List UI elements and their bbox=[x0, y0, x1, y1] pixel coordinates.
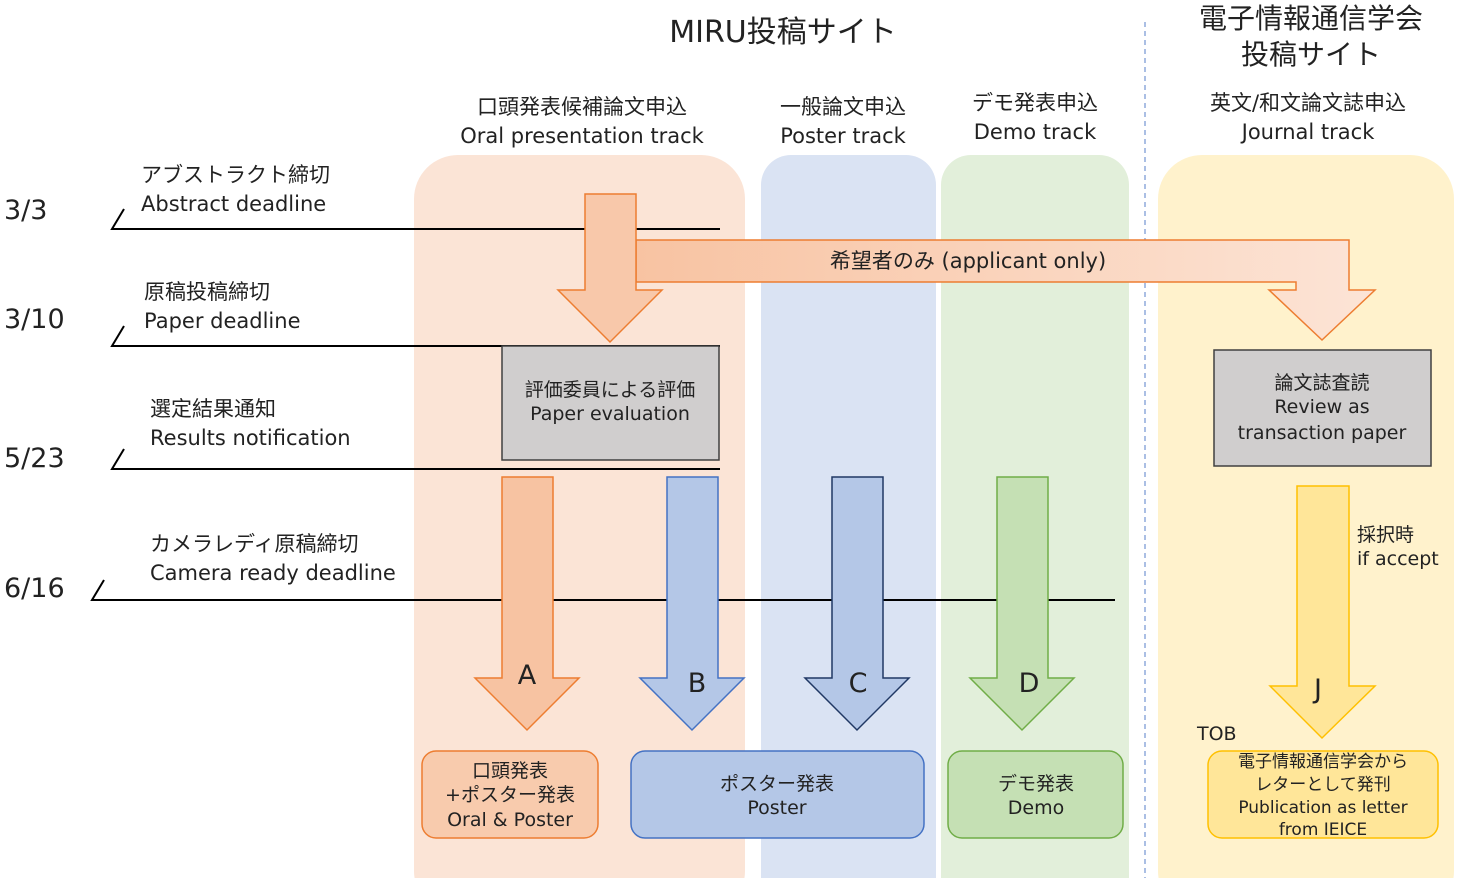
outcome-journal-line1: 電子情報通信学会から bbox=[1238, 752, 1408, 772]
arrow-b-shape bbox=[638, 476, 746, 732]
outcome-oral-bg bbox=[421, 750, 599, 839]
review-box: 論文誌査読 Review as transaction paper bbox=[1213, 349, 1432, 467]
miru-site-title: MIRU投稿サイト bbox=[669, 15, 897, 50]
oral-submission-arrow bbox=[556, 193, 664, 344]
outcome-oral-line2: +ポスター発表 bbox=[445, 784, 575, 806]
if-accept-jp: 採択時 bbox=[1357, 524, 1414, 546]
outcome-journal-bg bbox=[1207, 750, 1439, 839]
outcome-journal: 電子情報通信学会から レターとして発刊 Publication as lette… bbox=[1207, 750, 1439, 840]
arrow-c-shape bbox=[803, 476, 911, 732]
deadline-results: 5/23 選定結果通知 Results notification bbox=[4, 397, 720, 474]
applicant-only-arrow-body bbox=[635, 239, 1377, 342]
deadline-label-en: Abstract deadline bbox=[141, 192, 326, 216]
oral-track-jp: 口頭発表候補論文申込 bbox=[477, 95, 687, 119]
poster-track-en: Poster track bbox=[780, 124, 906, 148]
review-box-line1: 論文誌査読 bbox=[1274, 372, 1369, 394]
review-box-line3: transaction paper bbox=[1238, 422, 1407, 444]
applicant-only-label: 希望者のみ (applicant only) bbox=[830, 249, 1106, 273]
outcome-poster-line1: ポスター発表 bbox=[720, 773, 834, 795]
arrow-d: D bbox=[968, 476, 1076, 732]
arrow-a: A bbox=[473, 476, 581, 732]
arrow-j-label: J bbox=[1312, 674, 1322, 705]
outcome-journal-line4: from IEICE bbox=[1279, 820, 1367, 840]
deadline-date: 5/23 bbox=[4, 443, 65, 474]
deadline-line bbox=[90, 579, 1115, 601]
outcome-oral-line1: 口頭発表 bbox=[472, 760, 548, 782]
arrow-d-label: D bbox=[1019, 668, 1040, 699]
deadline-label-jp: カメラレディ原稿締切 bbox=[150, 532, 359, 556]
outcome-journal-line3: Publication as letter bbox=[1238, 798, 1407, 818]
outcome-poster-bg bbox=[630, 750, 925, 839]
evaluation-box-jp: 評価委員による評価 bbox=[525, 379, 695, 401]
deadline-label-en: Results notification bbox=[150, 426, 351, 450]
poster-track-jp: 一般論文申込 bbox=[780, 95, 906, 119]
deadline-date: 3/3 bbox=[4, 195, 47, 226]
deadline-abstract: 3/3 アブストラクト締切 Abstract deadline bbox=[4, 163, 720, 230]
deadline-line bbox=[110, 448, 720, 470]
arrow-j-shape bbox=[1268, 485, 1377, 740]
outcome-demo-line2: Demo bbox=[1008, 797, 1064, 819]
outcome-demo-bg bbox=[947, 750, 1124, 839]
outcome-oral-line3: Oral & Poster bbox=[447, 809, 573, 831]
deadline-line bbox=[110, 208, 720, 230]
if-accept-en: if accept bbox=[1357, 548, 1439, 570]
evaluation-box-en: Paper evaluation bbox=[530, 403, 690, 425]
review-box-line2: Review as bbox=[1274, 396, 1369, 418]
outcome-oral: 口頭発表 +ポスター発表 Oral & Poster bbox=[421, 750, 599, 839]
deadline-label-jp: 選定結果通知 bbox=[150, 397, 276, 421]
journal-track-en: Journal track bbox=[1240, 120, 1376, 144]
deadline-date: 3/10 bbox=[4, 304, 65, 335]
arrow-c: C bbox=[803, 476, 911, 732]
outcome-demo-line1: デモ発表 bbox=[998, 773, 1074, 795]
outcome-demo: デモ発表 Demo bbox=[947, 750, 1124, 839]
deadline-label-en: Camera ready deadline bbox=[150, 561, 396, 585]
deadline-date: 6/16 bbox=[4, 573, 65, 604]
deadline-label-jp: 原稿投稿締切 bbox=[144, 280, 270, 304]
arrow-a-label: A bbox=[518, 660, 537, 691]
arrow-c-label: C bbox=[849, 668, 868, 699]
deadline-label-jp: アブストラクト締切 bbox=[141, 163, 330, 187]
applicant-only-arrow: 希望者のみ (applicant only) bbox=[635, 239, 1377, 342]
demo-track-jp: デモ発表申込 bbox=[972, 91, 1098, 115]
arrow-b: B bbox=[638, 476, 746, 732]
review-box-bg bbox=[1213, 349, 1432, 467]
evaluation-box: 評価委員による評価 Paper evaluation bbox=[501, 345, 720, 461]
deadline-paper: 3/10 原稿投稿締切 Paper deadline bbox=[4, 280, 720, 347]
outcome-poster: ポスター発表 Poster bbox=[630, 750, 925, 839]
deadline-label-en: Paper deadline bbox=[144, 309, 301, 333]
outcome-journal-line2: レターとして発刊 bbox=[1255, 775, 1391, 795]
tob-label: TOB bbox=[1196, 723, 1237, 745]
demo-track-en: Demo track bbox=[974, 120, 1097, 144]
arrow-a-shape bbox=[473, 476, 581, 732]
deadline-camera-ready: 6/16 カメラレディ原稿締切 Camera ready deadline bbox=[4, 532, 1115, 604]
ieice-site-title-line2: 投稿サイト bbox=[1241, 38, 1381, 71]
journal-track-jp: 英文/和文論文誌申込 bbox=[1210, 91, 1406, 115]
outcome-poster-line2: Poster bbox=[747, 797, 806, 819]
oral-track-en: Oral presentation track bbox=[460, 124, 704, 148]
evaluation-box-bg bbox=[501, 345, 720, 461]
ieice-site-title-line1: 電子情報通信学会 bbox=[1199, 2, 1423, 35]
arrow-b-label: B bbox=[688, 668, 707, 699]
arrow-j: J bbox=[1268, 485, 1377, 740]
arrow-d-shape bbox=[968, 476, 1076, 732]
